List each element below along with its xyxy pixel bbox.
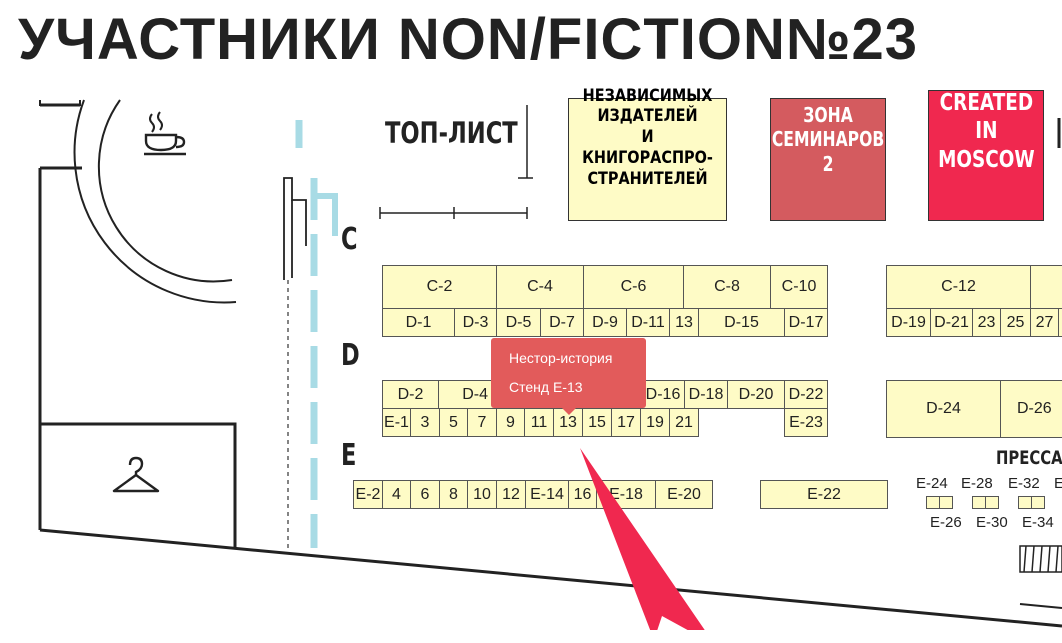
press-stand-e-26-label: E-26	[930, 514, 962, 531]
stand-d-right-partial[interactable]	[1058, 308, 1062, 337]
press-stand-e-32[interactable]	[1018, 496, 1032, 509]
stand-e-7[interactable]: 7	[467, 408, 497, 437]
stand-tooltip: Нестор-история Стенд E-13	[491, 338, 646, 408]
independent-publishers-label: НЕЗАВИСИМЫХ ИЗДАТЕЛЕЙ И КНИГОРАСПРО- СТР…	[582, 85, 713, 189]
seminar-zone-label: ЗОНА СЕМИНАРОВ 2	[771, 102, 885, 176]
row-label-c: C	[341, 222, 358, 257]
stand-e-9[interactable]: 9	[496, 408, 525, 437]
press-stand-e-26[interactable]	[939, 496, 953, 509]
stand-d-15[interactable]: D-15	[698, 308, 785, 337]
press-stand-e-34-label: E-34	[1022, 514, 1054, 531]
stand-e-19[interactable]: 19	[640, 408, 670, 437]
stand-e-21[interactable]: 21	[669, 408, 699, 437]
stand-e-4[interactable]: 4	[382, 480, 411, 509]
press-stand-e-28[interactable]	[972, 496, 986, 509]
press-stand-e-28-label: E-28	[961, 475, 993, 492]
stand-c-4[interactable]: C-4	[496, 265, 584, 309]
stand-e-22[interactable]: E-22	[760, 480, 888, 509]
stand-e-20[interactable]: E-20	[655, 480, 713, 509]
seminar-zone[interactable]: ЗОНА СЕМИНАРОВ 2	[770, 98, 886, 221]
created-in-moscow-label: CREATED IN MOSCOW	[937, 90, 1035, 173]
coffee-icon	[144, 111, 186, 156]
independent-publishers-zone[interactable]: НЕЗАВИСИМЫХ ИЗДАТЕЛЕЙ И КНИГОРАСПРО- СТР…	[568, 86, 727, 221]
stand-d-3[interactable]: D-3	[454, 308, 497, 337]
stand-e-17[interactable]: 17	[611, 408, 641, 437]
stand-e-14[interactable]: E-14	[525, 480, 569, 509]
stand-d-20[interactable]: D-20	[727, 380, 785, 409]
stand-d-1[interactable]: D-1	[382, 308, 455, 337]
press-stand-e-30-label: E-30	[976, 514, 1008, 531]
stand-c-2[interactable]: C-2	[382, 265, 497, 309]
stand-e-11[interactable]: 11	[524, 408, 554, 437]
staircase-icon	[97, 99, 233, 283]
pointer-arrow-icon	[580, 448, 705, 630]
stand-c-6[interactable]: C-6	[583, 265, 684, 309]
stand-e-1[interactable]: E-1	[382, 408, 411, 437]
stand-e-12[interactable]: 12	[496, 480, 526, 509]
stand-e-23[interactable]: E-23	[784, 408, 828, 437]
stand-d-26[interactable]: D-26	[1000, 380, 1062, 438]
tooltip-arrow	[560, 406, 578, 415]
row-label-d: D	[341, 338, 360, 373]
stand-d-25[interactable]: 25	[1000, 308, 1031, 337]
stand-c-12[interactable]: C-12	[886, 265, 1031, 309]
stand-e-8[interactable]: 8	[439, 480, 468, 509]
stand-d-17[interactable]: D-17	[784, 308, 828, 337]
stand-d-5[interactable]: D-5	[496, 308, 541, 337]
stand-c-right-partial[interactable]	[1030, 265, 1062, 309]
row-label-e: E	[341, 438, 357, 473]
stand-d-21[interactable]: D-21	[930, 308, 973, 337]
stand-d-24[interactable]: D-24	[886, 380, 1001, 438]
stand-e-5[interactable]: 5	[439, 408, 468, 437]
stand-e-2[interactable]: E-2	[353, 480, 383, 509]
press-stand-e-34[interactable]	[1031, 496, 1045, 509]
stand-d-19[interactable]: D-19	[886, 308, 931, 337]
press-stand-e-24-label: E-24	[916, 475, 948, 492]
press-stand-partial-label: E	[1054, 475, 1062, 492]
stand-d-13[interactable]: 13	[669, 308, 699, 337]
stand-d-2[interactable]: D-2	[382, 380, 439, 409]
stand-e-15[interactable]: 15	[582, 408, 612, 437]
stand-d-16[interactable]: D-16	[641, 380, 685, 409]
tooltip-exhibitor-name: Нестор-история	[509, 350, 613, 366]
stand-d-23[interactable]: 23	[972, 308, 1001, 337]
stand-c-10[interactable]: C-10	[770, 265, 828, 309]
press-label: ПРЕССА	[996, 447, 1062, 469]
stand-d-11[interactable]: D-11	[626, 308, 670, 337]
hanger-icon	[112, 456, 160, 493]
press-stand-e-32-label: E-32	[1008, 475, 1040, 492]
stand-d-4[interactable]: D-4	[438, 380, 497, 409]
stand-e-3[interactable]: 3	[410, 408, 440, 437]
press-stand-e-24[interactable]	[926, 496, 940, 509]
floor-plan-lines	[38, 99, 1062, 628]
stand-e-16[interactable]: 16	[568, 480, 597, 509]
page-title: УЧАСТНИКИ NON/FICTION№23	[18, 7, 919, 72]
press-stand-e-30[interactable]	[985, 496, 999, 509]
stand-e-6[interactable]: 6	[410, 480, 440, 509]
stand-d-18[interactable]: D-18	[684, 380, 728, 409]
top-list-label: ТОП-ЛИСТ	[385, 116, 518, 150]
stand-e-10[interactable]: 10	[467, 480, 497, 509]
stand-d-9[interactable]: D-9	[583, 308, 627, 337]
stand-d-27[interactable]: 27	[1030, 308, 1059, 337]
stand-d-7[interactable]: D-7	[540, 308, 584, 337]
stand-c-8[interactable]: C-8	[683, 265, 771, 309]
stand-d-22[interactable]: D-22	[784, 380, 828, 409]
tooltip-stand-number: Стенд E-13	[509, 379, 583, 395]
created-in-moscow-zone[interactable]: CREATED IN MOSCOW	[928, 90, 1044, 221]
